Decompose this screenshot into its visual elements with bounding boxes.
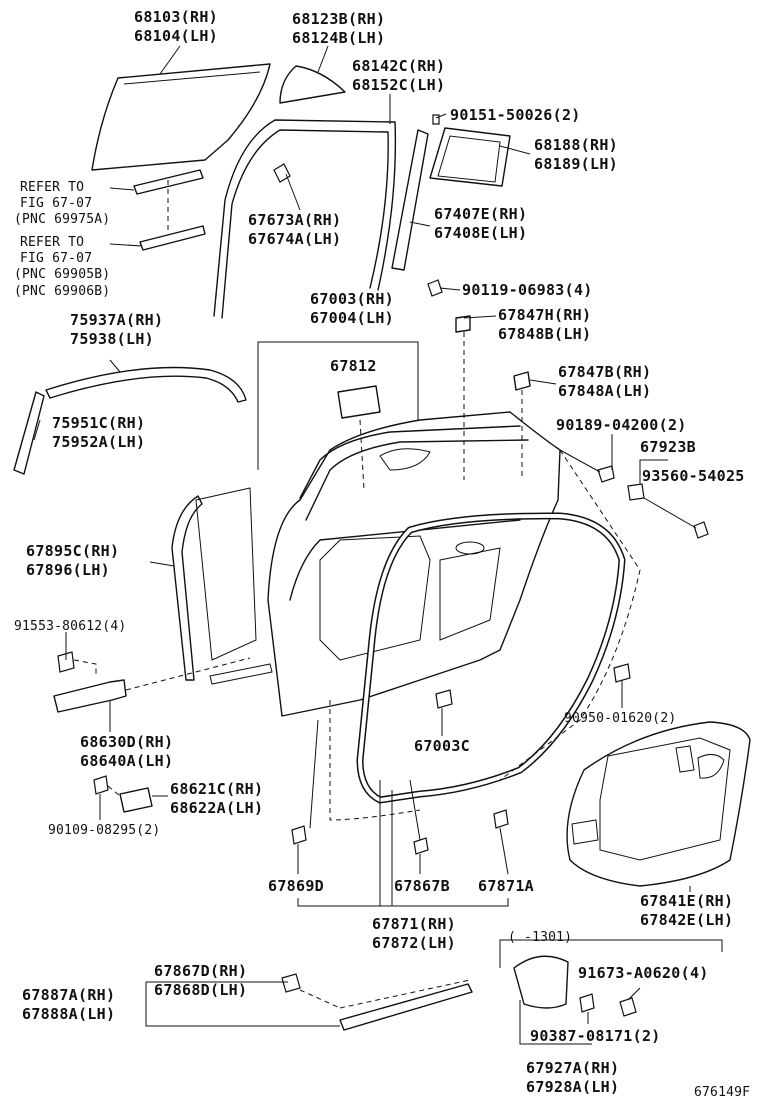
roof-drip-molding[interactable] (45, 366, 247, 403)
cushion-67847h[interactable] (455, 315, 471, 333)
screw-90109[interactable] (93, 775, 109, 795)
belt-weatherstrip[interactable] (339, 983, 473, 1031)
pillar-molding[interactable] (13, 391, 45, 475)
label-75951c: 75951C(RH) (52, 414, 145, 432)
label-75938: 75938(LH) (70, 330, 154, 348)
screw-90151[interactable] (432, 114, 440, 125)
label-90109: 90109-08295(2) (48, 823, 160, 838)
glass-run-channel[interactable] (213, 119, 397, 317)
label-75937a: 75937A(RH) (70, 311, 163, 329)
clip-90189[interactable] (597, 465, 615, 483)
division-bar[interactable] (391, 129, 429, 271)
label-67869d: 67869D (268, 877, 324, 895)
inset-cover[interactable] (513, 955, 569, 1009)
glass-channel-lower[interactable] (139, 225, 206, 251)
service-hole-cover-67841e[interactable] (566, 721, 751, 887)
screw-90119[interactable] (427, 279, 443, 297)
label-67867b: 67867B (394, 877, 450, 895)
plug-67003c[interactable] (435, 689, 453, 709)
label-67923b: 67923B (640, 438, 696, 456)
label-refer1-a: REFER TO (20, 180, 84, 195)
inset-bracket (499, 939, 723, 968)
label-68630d: 68630D(RH) (80, 733, 173, 751)
label-68189: 68189(LH) (534, 155, 618, 173)
label-68622a: 68622A(LH) (170, 799, 263, 817)
label-67004: 67004(LH) (310, 309, 394, 327)
screw-93560[interactable] (693, 521, 709, 539)
label-67847b: 67847B(RH) (558, 363, 651, 381)
label-refer2-d: (PNC 69906B) (14, 284, 110, 299)
label-67847h: 67847H(RH) (498, 306, 591, 324)
label-67927a: 67927A(RH) (526, 1059, 619, 1077)
label-67848b: 67848B(LH) (498, 325, 591, 343)
label-67928a: 67928A(LH) (526, 1078, 619, 1096)
label-67871a: 67871A (478, 877, 534, 895)
label-93560: 93560-54025 (642, 467, 745, 485)
label-75952a: 75952A(LH) (52, 433, 145, 451)
label-67848a: 67848A(LH) (558, 382, 651, 400)
label-67872: 67872(LH) (372, 934, 456, 952)
label-67673a: 67673A(RH) (248, 211, 341, 229)
label-67868d: 67868D(LH) (154, 981, 247, 999)
label-date-range: ( -1301) (508, 930, 572, 945)
label-91673: 91673-A0620(4) (578, 964, 709, 982)
label-67408e: 67408E(LH) (434, 224, 527, 242)
door-glass[interactable] (91, 63, 271, 171)
label-68124b: 68124B(LH) (292, 29, 385, 47)
label-67842e: 67842E(LH) (640, 911, 733, 929)
service-hole-cover[interactable] (337, 385, 381, 419)
label-90119: 90119-06983(4) (462, 281, 593, 299)
label-refer2-c: (PNC 69905B) (14, 267, 110, 282)
rear-door-panel[interactable] (267, 411, 561, 717)
label-90151: 90151-50026(2) (450, 106, 581, 124)
door-check[interactable] (53, 679, 127, 713)
bolt-91553[interactable] (57, 651, 75, 673)
label-68152c: 68152C(LH) (352, 76, 445, 94)
clip-67867b[interactable] (413, 837, 429, 855)
screw-91673[interactable] (619, 997, 637, 1017)
lock-striker[interactable] (119, 787, 153, 813)
label-67674a: 67674A(LH) (248, 230, 341, 248)
cushion-67847b[interactable] (513, 371, 531, 391)
label-90189: 90189-04200(2) (556, 416, 687, 434)
clip-67869d[interactable] (291, 825, 307, 845)
label-67895c: 67895C(RH) (26, 542, 119, 560)
label-67896: 67896(LH) (26, 561, 110, 579)
label-68621c: 68621C(RH) (170, 780, 263, 798)
label-90950: 90950-01620(2) (564, 711, 676, 726)
label-67888a: 67888A(LH) (22, 1005, 115, 1023)
quarter-window-glass[interactable] (279, 65, 346, 104)
label-68640a: 68640A(LH) (80, 752, 173, 770)
label-90387: 90387-08171(2) (530, 1027, 661, 1045)
label-refer1-c: (PNC 69975A) (14, 212, 110, 227)
label-67871: 67871(RH) (372, 915, 456, 933)
label-refer1-b: FIG 67-07 (20, 196, 92, 211)
label-67841e: 67841E(RH) (640, 892, 733, 910)
label-67003c: 67003C (414, 737, 470, 755)
figure-id: 676149F (694, 1085, 750, 1100)
label-refer2-a: REFER TO (20, 235, 84, 250)
clip-90950[interactable] (613, 663, 631, 683)
label-67812: 67812 (330, 357, 377, 375)
label-refer2-b: FIG 67-07 (20, 251, 92, 266)
door-frame-molding[interactable] (171, 495, 203, 681)
label-68188: 68188(RH) (534, 136, 618, 154)
label-67407e: 67407E(RH) (434, 205, 527, 223)
clip-67871a[interactable] (493, 809, 509, 829)
label-68142c: 68142C(RH) (352, 57, 445, 75)
stopper-67923b[interactable] (627, 483, 645, 501)
label-67003: 67003(RH) (310, 290, 394, 308)
label-68123b: 68123B(RH) (292, 10, 385, 28)
washer-90387[interactable] (579, 993, 595, 1013)
label-67887a: 67887A(RH) (22, 986, 115, 1004)
clip-67867d[interactable] (281, 973, 301, 993)
vent-window-frame[interactable] (429, 127, 511, 187)
label-68104: 68104(LH) (134, 27, 218, 45)
label-91553: 91553-80612(4) (14, 619, 126, 634)
label-68103: 68103(RH) (134, 8, 218, 26)
label-67867d: 67867D(RH) (154, 962, 247, 980)
clip-67673a[interactable] (273, 163, 291, 183)
